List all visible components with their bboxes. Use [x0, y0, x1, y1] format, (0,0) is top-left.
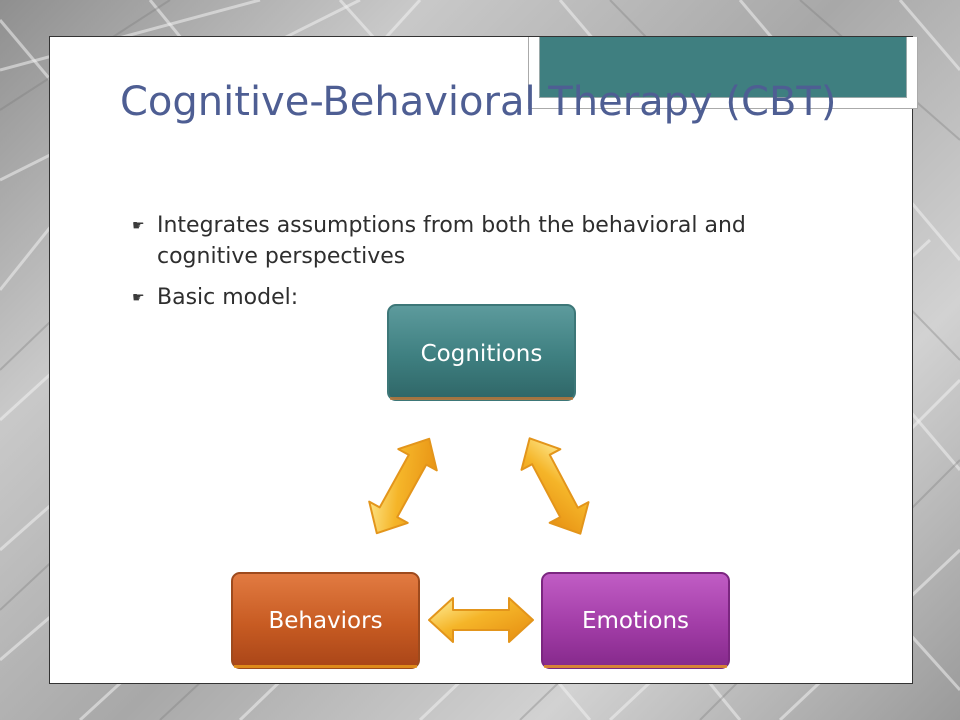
bullet-text: Basic model: [157, 285, 299, 310]
node-behaviors: Behaviors [231, 572, 420, 669]
hand-pointer-icon: ☛ [132, 218, 145, 234]
arrow-behaviors-emotions [428, 597, 534, 643]
bullet-list: ☛ Integrates assumptions from both the b… [132, 210, 832, 323]
behaviors-label: Behaviors [268, 608, 382, 634]
cognitions-label: Cognitions [421, 341, 543, 367]
teal-header-block [539, 37, 907, 98]
bullet-item: ☛ Basic model: [132, 282, 832, 313]
arrow-cognitions-behaviors [368, 437, 438, 535]
slide-top-tab [528, 37, 918, 109]
hand-pointer-icon: ☛ [132, 290, 145, 306]
arrow-cognitions-emotions [520, 437, 590, 535]
bullet-text: Integrates assumptions from both the beh… [157, 213, 746, 269]
slide-title: Cognitive-Behavioral Therapy (CBT) [120, 79, 837, 125]
node-emotions: Emotions [541, 572, 730, 669]
bullet-item: ☛ Integrates assumptions from both the b… [132, 210, 832, 272]
node-cognitions: Cognitions [387, 304, 576, 401]
emotions-label: Emotions [582, 608, 689, 634]
